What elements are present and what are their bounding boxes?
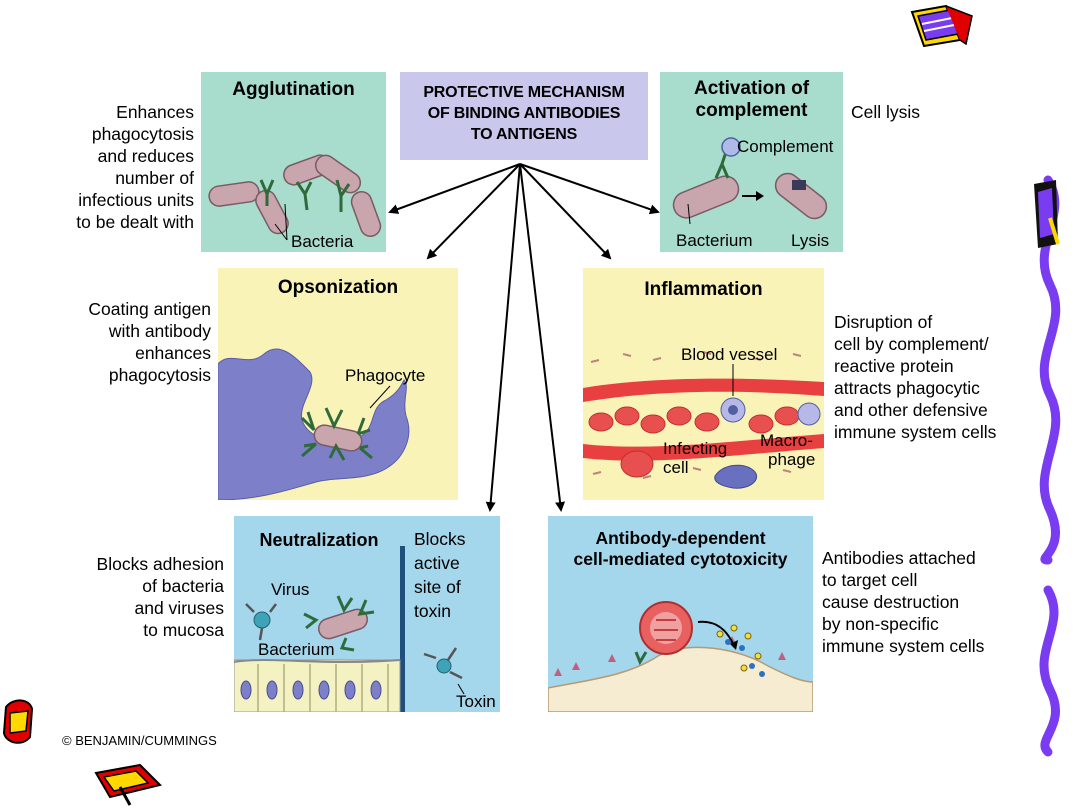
desc-line: Coating antigen	[88, 299, 211, 319]
text-line: active	[414, 553, 460, 573]
label-virus: Virus	[271, 580, 310, 599]
neutralization-title: Neutralization	[259, 530, 379, 550]
label-lysis: Lysis	[791, 231, 830, 250]
arrow-to-adcc	[519, 163, 566, 512]
desc-line: by non-specific	[822, 614, 939, 634]
desc-line: number of	[115, 168, 194, 188]
blocks-active-site-text: Blocks active site of toxin	[414, 527, 466, 623]
neutralization-illustration	[234, 546, 465, 712]
label-bacterium: Bacterium	[258, 640, 335, 659]
desc-line: Antibodies attached	[822, 548, 976, 568]
label-toxin: Toxin	[456, 692, 496, 711]
label-bacterium: Bacterium	[676, 231, 753, 250]
title-line: complement	[695, 100, 808, 121]
inflammation-title: Inflammation	[644, 279, 763, 300]
center-title-line-1: PROTECTIVE MECHANISM	[423, 84, 625, 101]
desc-line: with antibody	[108, 321, 211, 341]
desc-line: cell by complement/	[834, 334, 989, 354]
desc-line: to target cell	[822, 570, 918, 590]
arrow-to-neutralization	[485, 163, 521, 512]
opsonization-description: Coating antigen with antibody enhances p…	[40, 298, 211, 386]
label-macrophage: Macro- phage	[760, 431, 815, 469]
desc-line: phagocytosis	[108, 365, 211, 385]
inflammation-panel: Inflammation Blood vessel Infecting cell…	[583, 268, 824, 500]
agglutination-illustration	[208, 154, 382, 241]
neutralization-panel: Neutralization Virus Bacterium	[234, 516, 500, 712]
neutralization-description: Blocks adhesion of bacteria and viruses …	[40, 553, 224, 641]
desc-line: to mucosa	[143, 620, 224, 640]
desc-line: cause destruction	[822, 592, 960, 612]
desc-line: and other defensive	[834, 400, 988, 420]
arrow-to-agglutination	[388, 163, 521, 214]
desc-line: of bacteria	[142, 576, 224, 596]
arrow-to-complement	[519, 163, 660, 215]
desc-line: and reduces	[97, 146, 194, 166]
complement-description: Cell lysis	[851, 102, 921, 122]
inflammation-illustration	[583, 351, 824, 489]
label-line: cell	[663, 458, 689, 477]
adcc-panel: Antibody-dependent cell-mediated cytotox…	[548, 516, 813, 712]
agglutination-title: Agglutination	[232, 79, 355, 100]
desc-line: enhances	[135, 343, 211, 363]
label-line: phage	[768, 450, 816, 469]
opsonization-title: Opsonization	[277, 277, 399, 298]
opsonization-panel: Opsonization Phagocyte	[218, 268, 458, 500]
desc-line: attracts phagocytic	[834, 378, 980, 398]
opsonization-illustration	[218, 348, 410, 500]
label-line: Macro-	[760, 431, 813, 450]
adcc-description: Antibodies attached to target cell cause…	[822, 547, 984, 657]
label-line: Infecting	[663, 439, 728, 458]
center-title-line-3: TO ANTIGENS	[470, 126, 578, 143]
complement-title: Activation of complement	[660, 78, 843, 122]
arrow-to-inflammation	[519, 163, 612, 260]
label-phagocyte: Phagocyte	[345, 366, 426, 385]
center-title-line-2: OF BINDING ANTIBODIES	[427, 105, 621, 122]
desc-line: phagocytosis	[91, 124, 194, 144]
desc-line: to be dealt with	[76, 212, 194, 232]
center-title-box: PROTECTIVE MECHANISM OF BINDING ANTIBODI…	[400, 72, 648, 160]
agglutination-panel: Agglutination Bacteria	[201, 72, 386, 252]
pencil-notepad-icon	[1034, 180, 1060, 248]
title-line: cell-mediated cytotoxicity	[573, 549, 788, 569]
desc-line: infectious units	[78, 190, 194, 210]
label-complement: Complement	[737, 137, 834, 156]
desc-line: immune system cells	[834, 422, 997, 442]
text-line: toxin	[414, 601, 451, 621]
copyright-credit: © BENJAMIN/CUMMINGS	[62, 733, 217, 748]
label-blood-vessel: Blood vessel	[681, 345, 778, 364]
desc-line: and viruses	[134, 598, 225, 618]
adcc-title: Antibody-dependent cell-mediated cytotox…	[548, 528, 813, 570]
pencil-notepad-icon	[910, 4, 973, 48]
title-line: Activation of	[693, 78, 810, 99]
desc-line: Blocks adhesion	[96, 554, 224, 574]
desc-line: immune system cells	[822, 636, 985, 656]
inflammation-description: Disruption of cell by complement/ reacti…	[834, 311, 996, 443]
text-line: site of	[414, 577, 461, 597]
label-bacteria: Bacteria	[291, 232, 354, 251]
pencil-notepad-icon	[2, 699, 162, 806]
desc-line: reactive protein	[834, 356, 954, 376]
complement-panel: Activation of complement Complement Bact…	[660, 72, 843, 252]
agglutination-description: Enhances phagocytosis and reduces number…	[40, 101, 194, 233]
title-line: Antibody-dependent	[595, 528, 766, 548]
arrow-to-opsonization	[426, 163, 521, 260]
label-infecting-cell: Infecting cell	[663, 439, 727, 477]
complement-illustration	[672, 137, 828, 225]
desc-line: Enhances	[116, 102, 194, 122]
adcc-illustration	[548, 601, 813, 712]
text-line: Blocks	[414, 529, 466, 549]
desc-line: Disruption of	[834, 312, 933, 332]
